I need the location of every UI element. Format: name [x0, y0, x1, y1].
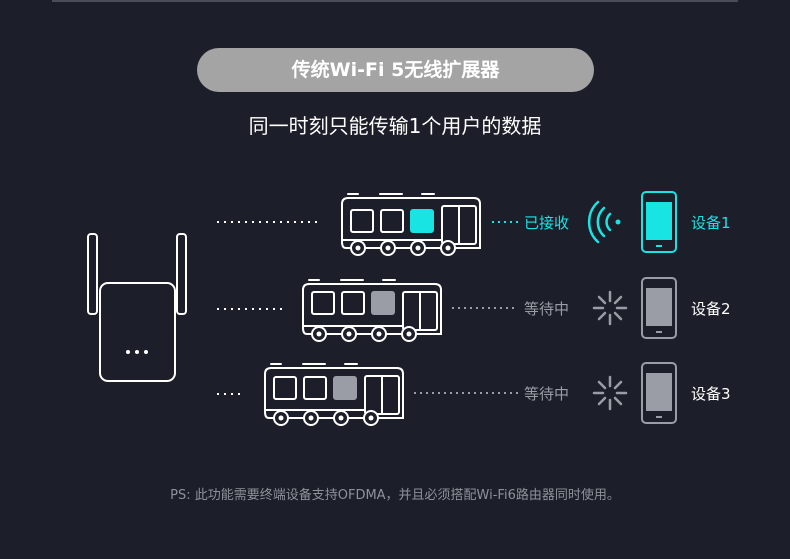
device-label: 设备1 — [691, 212, 731, 233]
row-3 — [217, 363, 676, 425]
bus-icon — [342, 194, 480, 255]
status-label: 等待中 — [524, 383, 569, 404]
device-label: 设备2 — [691, 298, 731, 319]
phone-icon — [642, 363, 676, 423]
row-1 — [217, 192, 676, 255]
status-label: 已接收 — [524, 212, 569, 233]
phone-icon — [642, 192, 676, 252]
row-2 — [217, 278, 676, 341]
extender-icon — [88, 234, 186, 381]
loading-spinner-icon — [594, 292, 626, 324]
phone-icon — [642, 278, 676, 338]
device-label: 设备3 — [691, 383, 731, 404]
bus-icon — [303, 280, 441, 341]
footnote: PS: 此功能需要终端设备支持OFDMA，并且必须搭配Wi-Fi6路由器同时使用… — [0, 484, 790, 503]
wifi-signal-icon — [589, 202, 620, 242]
bus-icon — [265, 364, 403, 425]
loading-spinner-icon — [594, 377, 626, 409]
status-label: 等待中 — [524, 298, 569, 319]
